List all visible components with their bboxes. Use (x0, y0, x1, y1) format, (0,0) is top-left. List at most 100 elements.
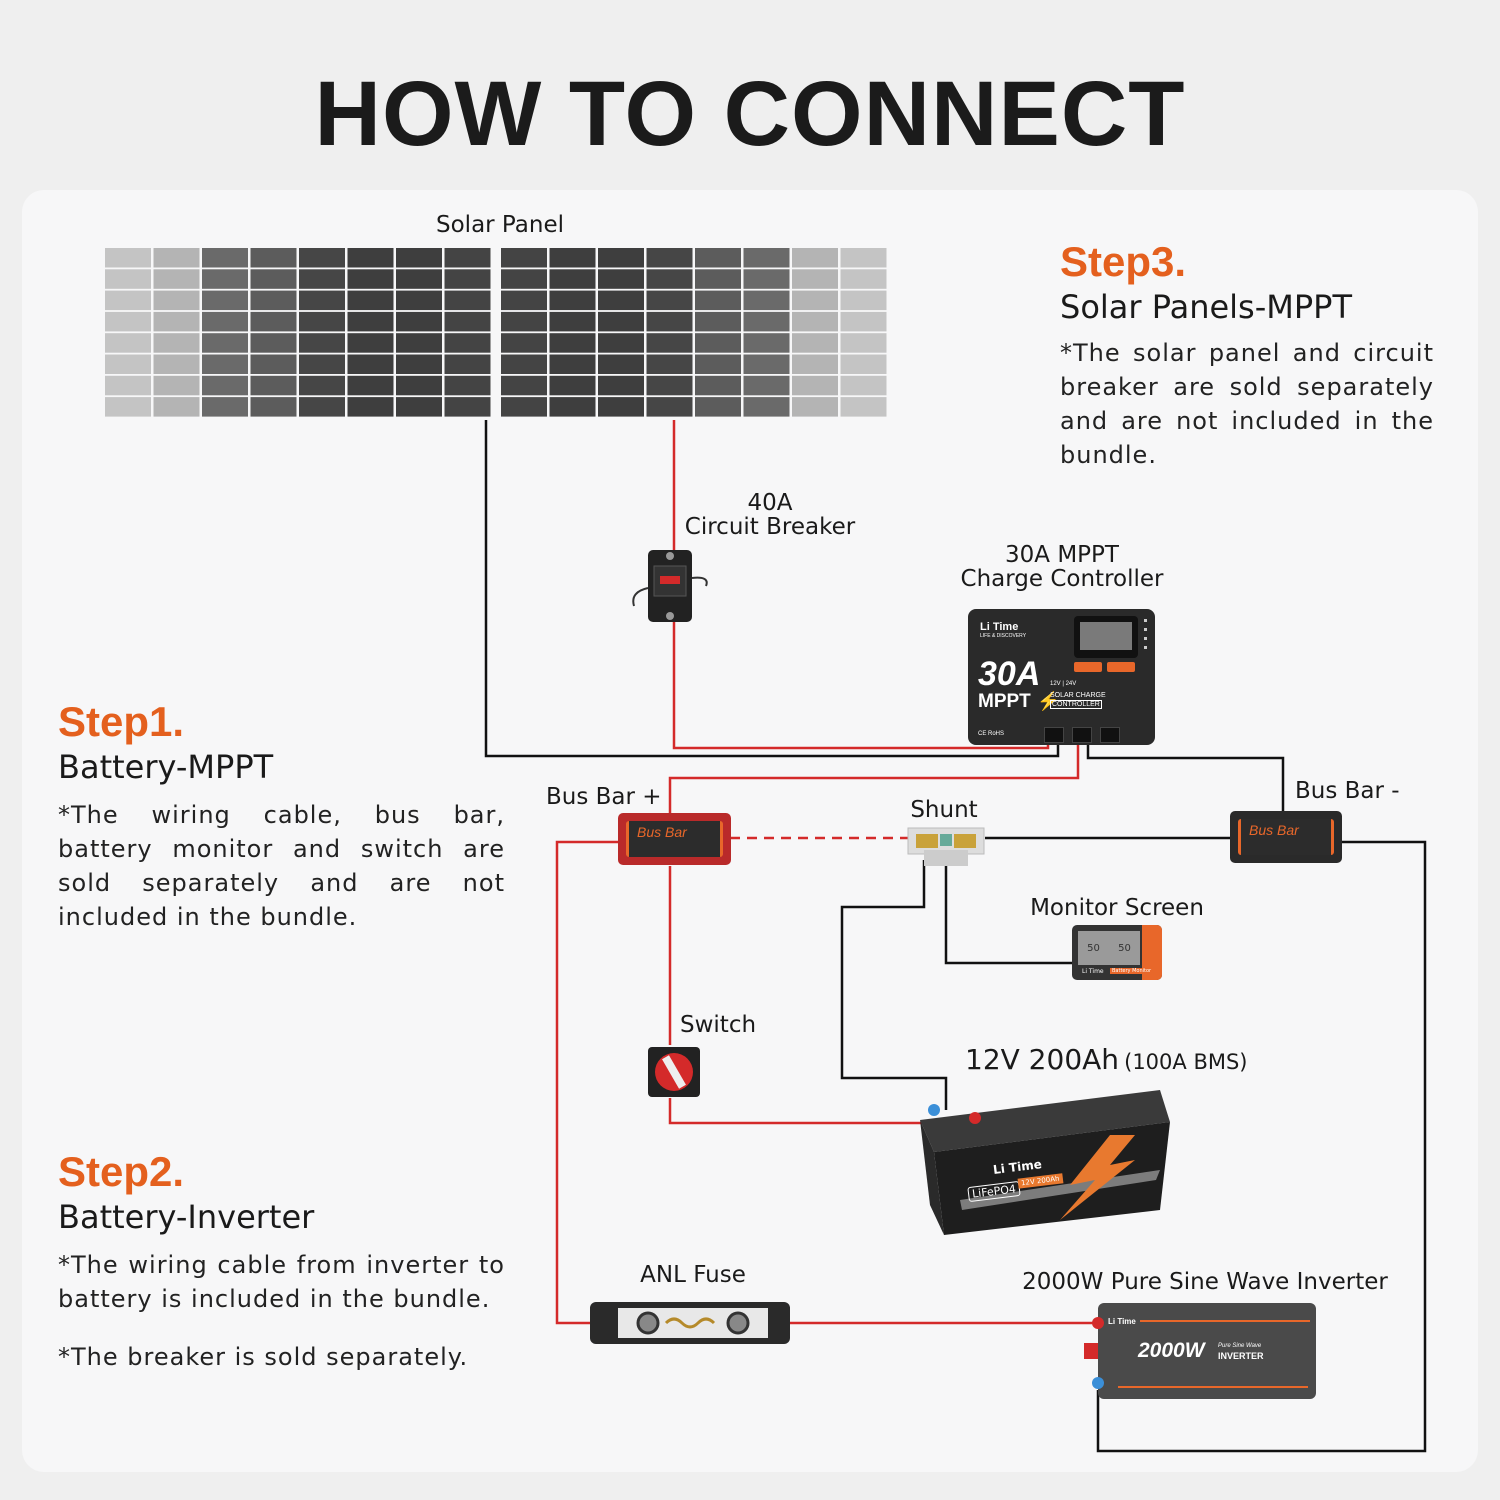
inverter-positive-terminal (1092, 1317, 1104, 1329)
solar-cell (695, 269, 741, 289)
step2-note-breaker: *The breaker is sold separately. (58, 1343, 469, 1371)
solar-cell (153, 354, 200, 374)
battery-monitor-screen: 50 50 Li Time Battery Monitor (1072, 925, 1162, 980)
controller-label: Charge Controller (960, 566, 1164, 592)
solar-cell (396, 248, 442, 268)
fuse-label: ANL Fuse (640, 1262, 746, 1288)
battery-bms: (100A BMS) (1124, 1050, 1248, 1074)
solar-cell (792, 397, 838, 417)
controller-button[interactable] (1107, 662, 1135, 672)
controller-cert: CE RoHS (978, 731, 1005, 737)
solar-cell (444, 397, 491, 417)
step1-block: Step1. Battery-MPPT *The wiring cable, b… (58, 698, 505, 934)
solar-cell (743, 354, 790, 374)
solar-cell (792, 311, 838, 332)
solar-cell (105, 269, 151, 289)
solar-cell (250, 397, 297, 417)
solar-cell (202, 290, 248, 311)
solar-cell (598, 290, 644, 311)
solar-cell (299, 397, 345, 417)
solar-cell (598, 248, 644, 268)
solar-cell (202, 333, 248, 353)
breaker-label: Circuit Breaker (684, 514, 856, 540)
solar-cell (396, 375, 442, 396)
solar-cell (646, 269, 693, 289)
charge-controller: Li Time LIFE & DISCOVERY 30A MPPT ⚡ 12V … (968, 609, 1155, 745)
solar-cell (299, 375, 345, 396)
solar-cell (299, 354, 345, 374)
solar-cell (501, 354, 547, 374)
solar-cell (153, 290, 200, 311)
wire-shunt-monitor (944, 860, 1072, 965)
solar-cell (501, 397, 547, 417)
solar-cell (840, 354, 887, 374)
controller-tagline: LIFE & DISCOVERY (980, 633, 1027, 639)
solar-cell (202, 269, 248, 289)
solar-cell (250, 290, 297, 311)
solar-cell (347, 375, 394, 396)
solar-cell (396, 269, 442, 289)
solar-cell (792, 333, 838, 353)
solar-cell (105, 397, 151, 417)
solar-cell (105, 290, 151, 311)
solar-cell (646, 333, 693, 353)
solar-cell (396, 311, 442, 332)
shunt-image (907, 827, 985, 866)
wire-controller-busbar-neg (1086, 740, 1285, 812)
solar-cell (105, 311, 151, 332)
breaker-label-amp: 40A (747, 490, 793, 516)
lightning-icon: ⚡ (1037, 691, 1060, 711)
solar-cell (299, 290, 345, 311)
solar-cell (105, 354, 151, 374)
solar-cell (646, 375, 693, 396)
solar-cell (695, 311, 741, 332)
solar-cell (250, 248, 297, 268)
bus-bar-negative: Bus Bar (1230, 811, 1342, 863)
solar-cell (444, 290, 491, 311)
solar-cell (347, 397, 394, 417)
solar-cell (501, 333, 547, 353)
status-leds (1144, 619, 1147, 653)
controller-desc1: SOLAR CHARGE (1050, 692, 1106, 699)
monitor-display: 50 50 (1078, 931, 1140, 965)
wire-controller-busbar-pos (668, 740, 1080, 815)
solar-cell (549, 269, 596, 289)
controller-desc2: CONTROLLER (1050, 700, 1102, 709)
solar-cell (743, 397, 790, 417)
solar-cell (153, 375, 200, 396)
inverter-desc1: Pure Sine Wave (1218, 1343, 1262, 1349)
battery-label: 12V 200Ah (100A BMS) (965, 1043, 1248, 1076)
step3-note: *The solar panel and circuit breaker are… (1060, 339, 1434, 469)
solar-cell (598, 311, 644, 332)
monitor-label: Monitor Screen (1030, 895, 1204, 921)
solar-cell (695, 375, 741, 396)
bus-bar-pos-text: Bus Bar (637, 824, 687, 840)
controller-buttons (1074, 662, 1135, 672)
controller-button[interactable] (1074, 662, 1102, 672)
bus-bar-pos-label: Bus Bar + (546, 784, 662, 810)
inverter-power: 2000W (1138, 1339, 1205, 1362)
solar-cell (598, 354, 644, 374)
wire-busbar-fuse (555, 840, 620, 1325)
solar-cell (840, 248, 887, 268)
step2-block: Step2. Battery-Inverter *The wiring cabl… (58, 1148, 505, 1374)
solar-cell (598, 333, 644, 353)
inverter-switch[interactable] (1084, 1343, 1098, 1359)
solar-cell (792, 375, 838, 396)
solar-cell (299, 333, 345, 353)
solar-cell (202, 375, 248, 396)
solar-cell (105, 333, 151, 353)
step1-title: Step1. (58, 698, 185, 745)
solar-cell (105, 375, 151, 396)
anl-fuse-image (590, 1302, 790, 1344)
solar-cell (444, 375, 491, 396)
solar-cell (598, 269, 644, 289)
step3-title: Step3. (1060, 238, 1187, 285)
solar-cell (840, 269, 887, 289)
solar-cell (695, 333, 741, 353)
solar-cell (695, 290, 741, 311)
step3-block: Step3. Solar Panels-MPPT *The solar pane… (1060, 238, 1434, 472)
battery-switch[interactable] (646, 1045, 702, 1099)
solar-cell (347, 311, 394, 332)
solar-cell (501, 375, 547, 396)
